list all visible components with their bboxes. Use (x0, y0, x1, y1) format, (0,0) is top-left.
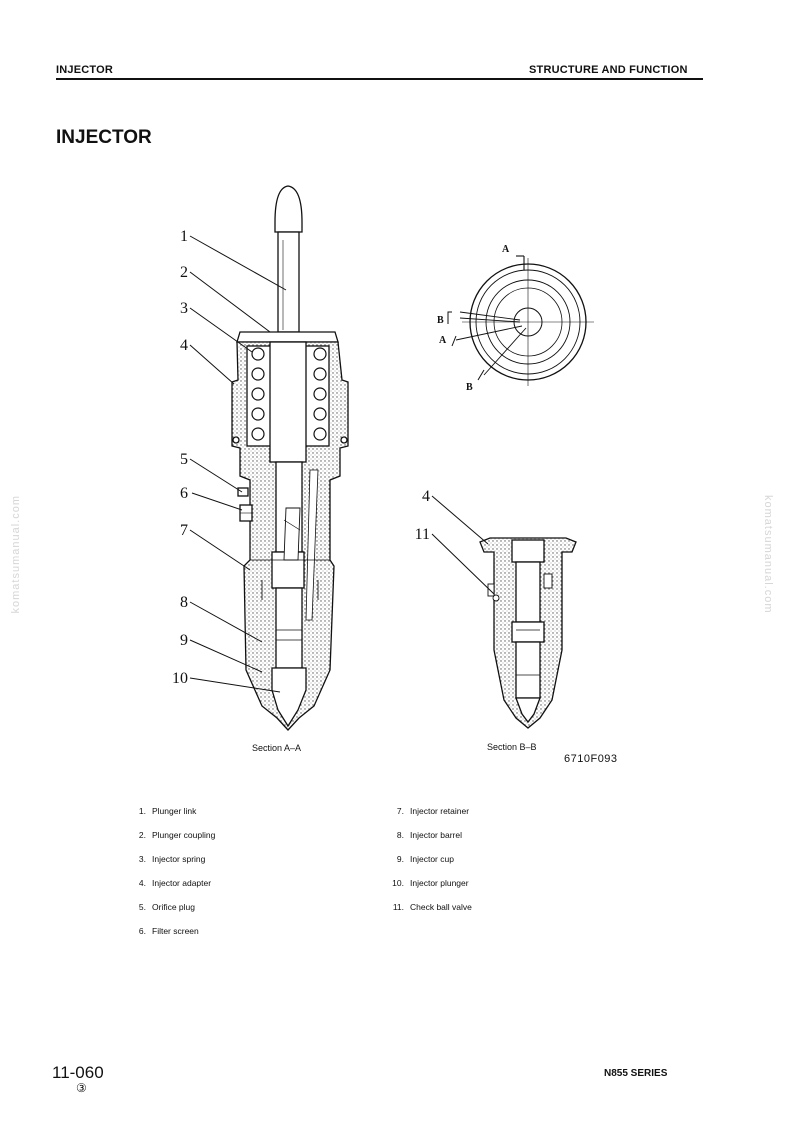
section-letters: A B A B (437, 244, 510, 393)
section-a-drawing (231, 185, 349, 731)
legend-item: 5.Orifice plug (138, 902, 195, 912)
header-section-title: INJECTOR (56, 64, 114, 76)
section-letter-b-left: B (437, 315, 444, 326)
section-letter-a-top: A (502, 244, 510, 255)
header-chapter-title: STRUCTURE AND FUNCTION (529, 64, 688, 76)
callout-a-9: 9 (180, 632, 188, 649)
legend-item: 11.Check ball valve (392, 902, 472, 912)
callout-a-7: 7 (180, 522, 188, 539)
page-number: 11-060 (52, 1063, 104, 1082)
callout-a-10: 10 (172, 670, 188, 687)
legend-item: 10.Injector plunger (392, 878, 469, 888)
callout-a-8: 8 (180, 594, 188, 611)
caption-section-a: Section A–A (252, 743, 302, 753)
callout-numbers-a: 1 2 3 4 5 6 7 8 9 10 (172, 228, 188, 687)
callout-a-1: 1 (180, 228, 188, 245)
caption-section-b: Section B–B (487, 742, 537, 752)
callout-a-6: 6 (180, 485, 188, 502)
legend-item: 9.Injector cup (396, 854, 454, 864)
callout-numbers-b: 4 11 (415, 488, 430, 543)
callout-b-4: 4 (422, 488, 430, 505)
section-letter-b-bottom: B (466, 382, 473, 393)
header-rule (56, 78, 703, 80)
watermark-right: komatsumanual.com (762, 495, 774, 614)
legend-item: 8.Injector barrel (396, 830, 462, 840)
legend-item: 3.Injector spring (138, 854, 206, 864)
legend-item: 2.Plunger coupling (138, 830, 216, 840)
legend-item: 1.Plunger link (138, 806, 197, 816)
callout-leaders-b (431, 495, 495, 595)
callout-a-5: 5 (180, 451, 188, 468)
callout-a-4: 4 (180, 337, 188, 354)
revision-mark: ③ (76, 1081, 87, 1095)
callout-a-3: 3 (180, 300, 188, 317)
callout-a-2: 2 (180, 264, 188, 281)
top-view-drawing (447, 255, 594, 386)
legend-item: 7.Injector retainer (396, 806, 470, 816)
injector-figure: 1 2 3 4 5 6 7 8 9 10 A B A B (172, 185, 594, 731)
section-letter-a-left: A (439, 335, 447, 346)
figure-code: 6710F093 (564, 753, 618, 765)
page-title: INJECTOR (56, 127, 152, 148)
legend-item: 6.Filter screen (138, 926, 199, 936)
callout-b-11: 11 (415, 526, 430, 543)
callout-leaders-a (189, 235, 287, 693)
section-b-drawing (479, 537, 577, 729)
legend-item: 4.Injector adapter (138, 878, 212, 888)
series-label: N855 SERIES (604, 1068, 668, 1079)
